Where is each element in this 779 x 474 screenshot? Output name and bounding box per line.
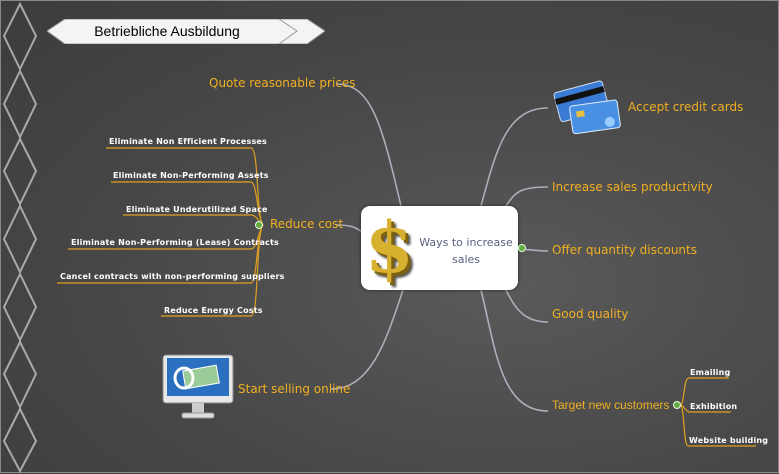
link-target: [480, 289, 549, 412]
link-online: [330, 289, 404, 390]
subtopic-reduce[interactable]: Reduce Energy Costs: [164, 306, 263, 315]
central-topic-label: Ways to increase sales: [419, 236, 513, 266]
topic-reduce-cost[interactable]: Reduce cost: [270, 217, 344, 231]
subtopic-reduce[interactable]: Cancel contracts with non-performing sup…: [60, 272, 285, 281]
title-banner: Betriebliche Ausbildung: [47, 19, 325, 44]
link-quality: [505, 289, 549, 323]
dollar-icon: $: [365, 206, 414, 289]
subtopic-target[interactable]: Website building: [689, 436, 769, 445]
subtopic-reduce[interactable]: Eliminate Non Efficient Processes: [109, 137, 267, 146]
expand-toggle-discounts[interactable]: [518, 244, 526, 252]
link-quote: [335, 83, 402, 207]
subtopic-reduce[interactable]: Eliminate Non-Performing Assets: [113, 171, 269, 180]
collapse-toggle-reduce-cost[interactable]: [255, 221, 263, 229]
title-text: Betriebliche Ausbildung: [94, 23, 240, 39]
topic-credit-cards[interactable]: Accept credit cards: [628, 100, 744, 114]
computer-monitor-icon: [162, 354, 234, 419]
central-topic[interactable]: $ Ways to increase sales: [361, 206, 518, 290]
collapse-toggle-target[interactable]: [673, 401, 681, 409]
link-productivity: [505, 186, 549, 207]
topic-good-quality[interactable]: Good quality: [552, 307, 629, 321]
subtopic-reduce[interactable]: Eliminate Non-Performing (Lease) Contrac…: [71, 238, 279, 247]
topic-quote-prices[interactable]: Quote reasonable prices: [209, 76, 356, 90]
topic-target-customers[interactable]: Target new customers: [552, 398, 670, 412]
link-credit: [480, 107, 549, 207]
topic-quantity-discounts[interactable]: Offer quantity discounts: [552, 243, 697, 257]
left-diamond-border: [2, 1, 38, 474]
topic-sell-online[interactable]: Start selling online: [238, 382, 351, 396]
topic-sales-productivity[interactable]: Increase sales productivity: [552, 180, 713, 194]
subtopic-target[interactable]: Exhibition: [690, 402, 738, 411]
credit-card-icon: [553, 80, 621, 135]
subtopic-reduce[interactable]: Eliminate Underutilized Space: [126, 205, 268, 214]
subtopic-target[interactable]: Emailing: [690, 368, 731, 377]
